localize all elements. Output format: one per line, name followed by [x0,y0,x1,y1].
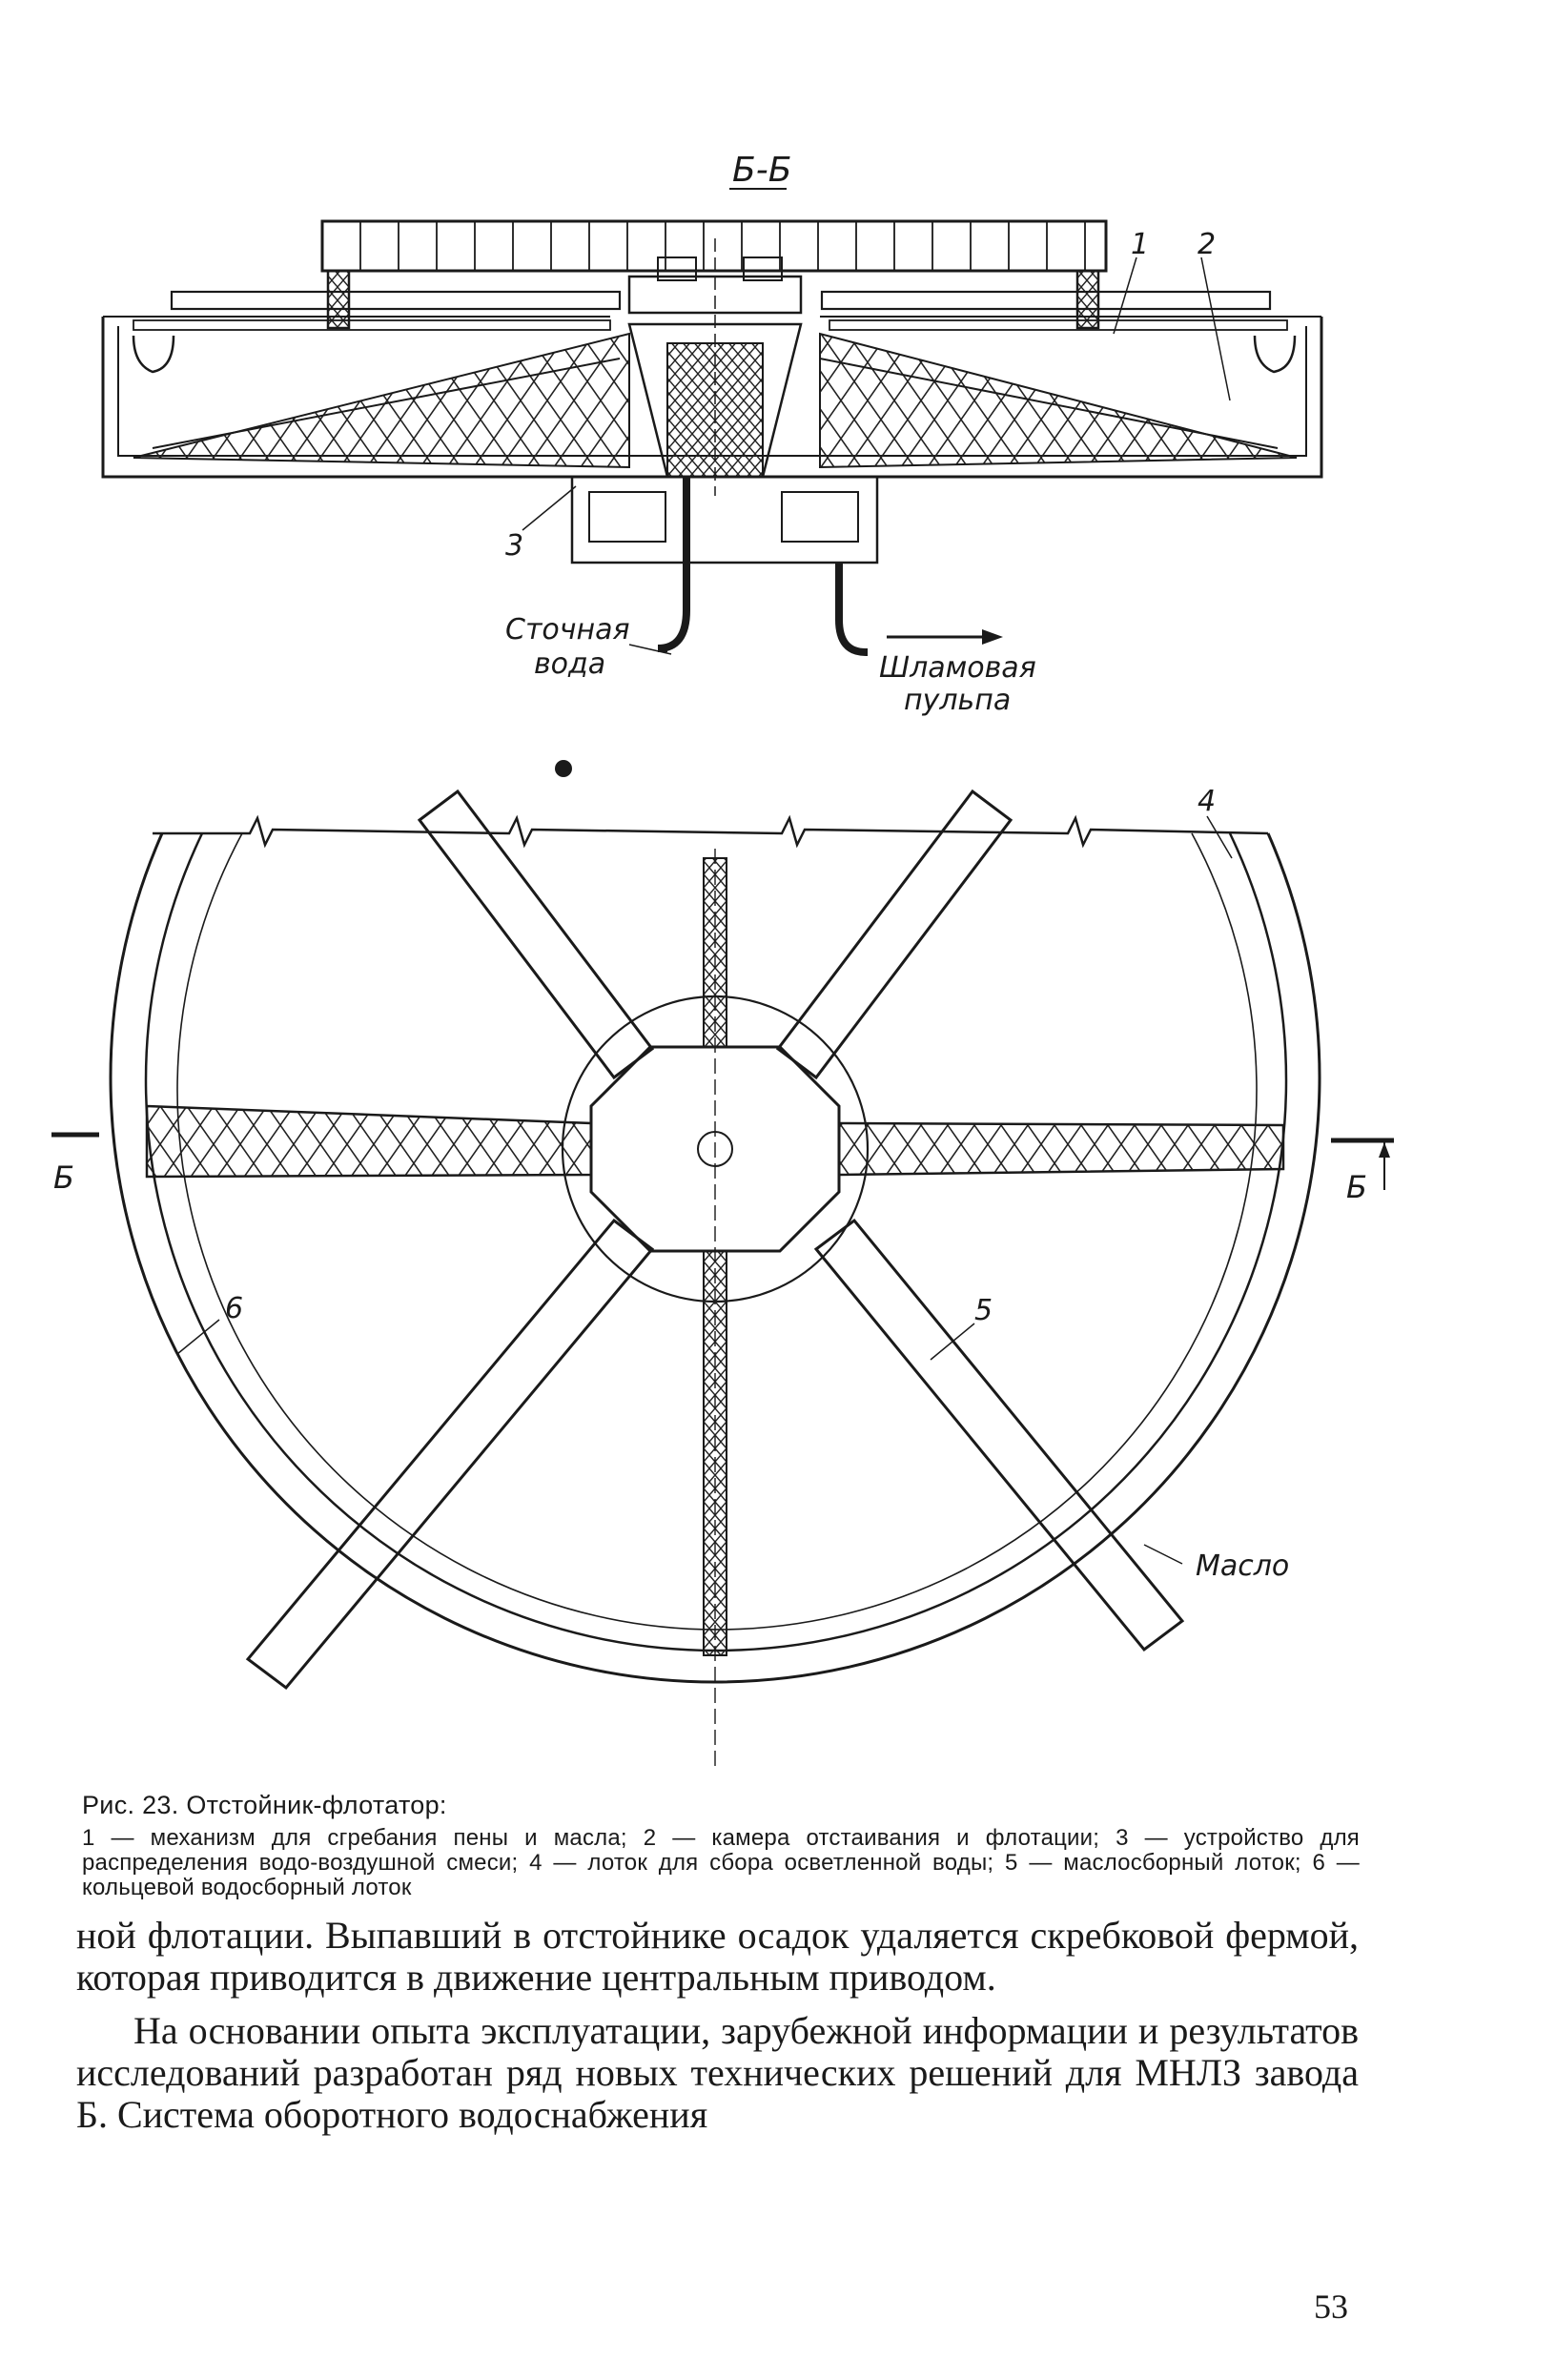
leader-4 [1206,815,1233,859]
callout-4: 4 [1198,785,1216,818]
right-end-trough [1253,335,1297,374]
bridge-beam-right [820,290,1272,311]
cone-line-left [152,358,621,449]
section-view: Б-Б [101,151,1323,656]
leader-2 [1200,256,1231,401]
chamber-left-box [588,491,666,543]
walkway-panel-dividers [359,221,1086,271]
plan-view [51,789,1394,1770]
truss-top [703,857,727,1048]
leader-oil [1143,1544,1183,1565]
bridge-beam-left [170,290,622,311]
arm-sw [245,1218,655,1691]
body-text: ной флотации. Выпавший в отстойнике осад… [76,1915,1359,2136]
central-drive-motor-2 [743,256,783,281]
central-drive-motor [657,256,697,281]
leader-5 [930,1323,975,1361]
leader-6 [176,1319,220,1355]
waste-water-label-1: Сточная [505,613,630,646]
sludge-label-2: пульпа [904,684,1011,717]
callout-3: 3 [505,529,523,563]
dot-mark [555,760,572,777]
bottom-cone-left [133,332,630,469]
cone-line-right [819,358,1279,449]
section-arrowhead-right [1379,1142,1390,1158]
section-title: Б-Б [732,151,791,190]
truss-left [145,1104,593,1179]
arm-ne [775,789,1013,1080]
section-labels: 1 2 3 Сточная вода Шламовая пульпа [505,228,1216,717]
left-support-post [326,269,351,330]
callout-1: 1 [1131,228,1149,261]
sludge-pipe [835,563,868,656]
waste-water-label-2: вода [534,647,605,681]
arm-nw [417,789,655,1080]
plan-labels: 4 5 6 Б Б Масло [53,785,1367,1583]
sludge-arrowhead [982,629,1003,645]
arm-se [813,1218,1185,1652]
distribution-chamber [570,477,879,564]
caption-body: 1 — механизм для сгребания пены и масла;… [82,1825,1360,1900]
bottom-cone-right [819,332,1298,469]
chamber-right-box [781,491,859,543]
callout-5: 5 [974,1294,993,1327]
walkway-panels [320,219,1108,273]
paragraph-2: На основании опыта эксплуатации, зарубеж… [76,2009,1359,2136]
cut-line [153,814,1269,849]
caption-title: Рис. 23. Отстойник-флотатор: [82,1791,447,1819]
paragraph-1: ной флотации. Выпавший в отстойнике осад… [76,1914,1359,1999]
waste-water-pipe [657,477,690,652]
section-label-right: Б [1346,1169,1367,1205]
left-end-trough [132,335,175,374]
flotator-drawing: Б-Б [51,151,1394,1770]
sludge-label-1: Шламовая [879,651,1036,685]
callout-2: 2 [1198,228,1216,261]
leader-1 [1113,256,1137,335]
rail-right [829,319,1288,331]
oil-label: Масло [1196,1549,1289,1583]
callout-6: 6 [225,1292,243,1325]
leader-3 [522,485,577,531]
page-number: 53 [1314,2288,1348,2326]
right-support-post [1075,269,1100,330]
truss-right [837,1121,1285,1177]
rail-left [133,319,611,331]
figure-caption: Рис. 23. Отстойник-флотатор: 1 — механиз… [82,1791,1360,1900]
section-label-left: Б [53,1159,74,1196]
oil-trough-arms [245,789,1185,1691]
waste-water-leader [628,644,672,655]
